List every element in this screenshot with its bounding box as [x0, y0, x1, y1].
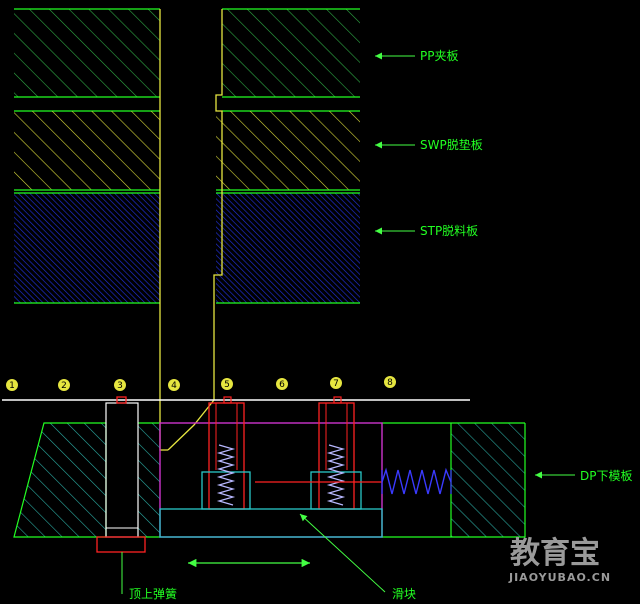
- pp-plate: [14, 8, 360, 98]
- svg-text:PP夹板: PP夹板: [420, 49, 458, 63]
- step-4: 4: [168, 379, 180, 391]
- step-7: 7: [330, 377, 342, 389]
- step-6: 6: [276, 378, 288, 390]
- label-pp: PP夹板: [375, 49, 458, 63]
- label-lifter-spring: 顶上弹簧: [121, 552, 177, 601]
- stp-plate: [14, 192, 360, 304]
- svg-text:2: 2: [61, 381, 67, 391]
- lifter-pin: [96, 396, 146, 553]
- svg-text:滑块: 滑块: [392, 587, 416, 601]
- svg-text:6: 6: [279, 380, 285, 390]
- spring-unit-1: [201, 396, 251, 510]
- svg-text:JIAOYUBAO.CN: JIAOYUBAO.CN: [508, 571, 611, 584]
- step-numbers: 1 2 3 4 5 6 7 8: [6, 376, 396, 391]
- dp-plate: [13, 422, 526, 538]
- watermark: 教育宝 JIAOYUBAO.CN: [508, 536, 611, 584]
- svg-text:教育宝: 教育宝: [510, 536, 600, 571]
- svg-text:SWP脱垫板: SWP脱垫板: [420, 137, 483, 152]
- label-swp: SWP脱垫板: [375, 137, 483, 152]
- svg-text:STP脱料板: STP脱料板: [420, 223, 478, 238]
- spring-unit-2: [310, 396, 362, 510]
- step-1: 1: [6, 379, 18, 391]
- label-slider: 滑块: [299, 513, 416, 601]
- swp-plate: [14, 111, 360, 191]
- svg-text:3: 3: [117, 381, 123, 391]
- label-stp: STP脱料板: [375, 223, 478, 238]
- slider-block: [159, 422, 383, 538]
- label-dp: DP下模板: [535, 469, 632, 483]
- svg-text:1: 1: [9, 381, 15, 391]
- svg-text:5: 5: [224, 380, 230, 390]
- svg-text:7: 7: [333, 379, 339, 389]
- step-2: 2: [58, 379, 70, 391]
- step-8: 8: [384, 376, 396, 388]
- step-5: 5: [221, 378, 233, 390]
- svg-text:8: 8: [387, 378, 393, 388]
- return-spring: [381, 467, 452, 495]
- svg-text:DP下模板: DP下模板: [580, 469, 632, 483]
- step-3: 3: [114, 379, 126, 391]
- svg-text:顶上弹簧: 顶上弹簧: [129, 586, 177, 601]
- svg-text:4: 4: [171, 381, 177, 391]
